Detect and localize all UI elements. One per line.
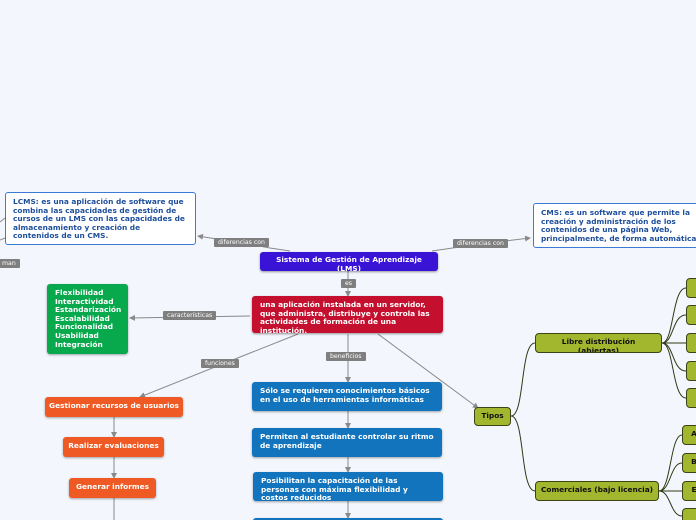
benefit-node-partial[interactable] bbox=[253, 518, 443, 520]
types-open-text: Libre distribución (abiertas) bbox=[561, 337, 636, 353]
characteristic-item: Estandarización bbox=[55, 305, 122, 315]
relation-label-beneficios: beneficios bbox=[326, 352, 366, 361]
open-child-node[interactable] bbox=[686, 388, 696, 408]
open-child-node[interactable] bbox=[686, 361, 696, 381]
characteristics-node[interactable]: Flexibilidad Interactividad Estandarizac… bbox=[47, 284, 128, 354]
function-node-informes[interactable]: Generar informes bbox=[69, 478, 156, 498]
commercial-child-node[interactable]: B bbox=[682, 453, 696, 473]
characteristic-item: Escalabilidad bbox=[55, 313, 110, 323]
relation-label-es: es bbox=[341, 279, 357, 288]
relation-label-caracteristicas: características bbox=[163, 311, 217, 320]
characteristic-item: Usabilidad bbox=[55, 330, 99, 340]
function-text: Realizar evaluaciones bbox=[68, 441, 159, 450]
commercial-child-node[interactable]: A bbox=[682, 425, 696, 445]
function-node-gestionar[interactable]: Gestionar recursos de usuarios bbox=[45, 397, 183, 417]
characteristic-item: Integración bbox=[55, 339, 103, 349]
relation-label-diferencias-right: diferencias con bbox=[453, 239, 508, 248]
benefit-text: Sólo se requieren conocimientos básicos … bbox=[260, 386, 430, 404]
definition-text: una aplicación instalada en un servidor,… bbox=[260, 300, 430, 333]
cms-node[interactable]: CMS: es un software que permite la creac… bbox=[533, 203, 696, 248]
types-open-node[interactable]: Libre distribución (abiertas) bbox=[535, 333, 662, 353]
characteristic-item: Funcionalidad bbox=[55, 322, 114, 332]
commercial-child-node[interactable] bbox=[682, 508, 696, 520]
types-text: Tipos bbox=[481, 411, 504, 420]
function-text: Generar informes bbox=[75, 482, 150, 491]
benefit-node-conocimientos[interactable]: Sólo se requieren conocimientos básicos … bbox=[252, 382, 442, 411]
benefit-text: Permiten al estudiante controlar su ritm… bbox=[260, 432, 434, 450]
relation-label-partial: man bbox=[0, 259, 20, 268]
open-child-node[interactable] bbox=[686, 305, 696, 325]
types-node[interactable]: Tipos bbox=[474, 407, 511, 426]
relation-label-diferencias-left: diferencias con bbox=[214, 238, 269, 247]
characteristic-item: Flexibilidad bbox=[55, 288, 104, 297]
central-topic-text: Sistema de Gestión de Aprendizaje (LMS) bbox=[276, 255, 422, 271]
types-commercial-text: Comerciales (bajo licencia) bbox=[540, 485, 654, 494]
definition-node[interactable]: una aplicación instalada en un servidor,… bbox=[252, 296, 443, 333]
commercial-child-node[interactable]: E bbox=[682, 481, 696, 501]
relation-label-funciones: funciones bbox=[201, 359, 239, 368]
central-topic-node[interactable]: Sistema de Gestión de Aprendizaje (LMS) bbox=[260, 252, 438, 271]
benefit-node-flexibilidad[interactable]: Posibilitan la capacitación de las perso… bbox=[253, 472, 443, 501]
characteristic-item: Interactividad bbox=[55, 296, 114, 306]
open-child-node[interactable] bbox=[686, 333, 696, 353]
function-node-evaluaciones[interactable]: Realizar evaluaciones bbox=[63, 437, 164, 457]
lcms-text: LCMS: es una aplicación de software que … bbox=[13, 197, 185, 241]
benefit-node-ritmo[interactable]: Permiten al estudiante controlar su ritm… bbox=[252, 428, 442, 457]
benefit-text: Posibilitan la capacitación de las perso… bbox=[261, 476, 408, 501]
types-commercial-node[interactable]: Comerciales (bajo licencia) bbox=[535, 481, 659, 501]
function-text: Gestionar recursos de usuarios bbox=[49, 401, 179, 410]
open-child-node[interactable] bbox=[686, 278, 696, 298]
cms-text: CMS: es un software que permite la creac… bbox=[541, 208, 696, 243]
lcms-node[interactable]: LCMS: es una aplicación de software que … bbox=[5, 192, 196, 245]
